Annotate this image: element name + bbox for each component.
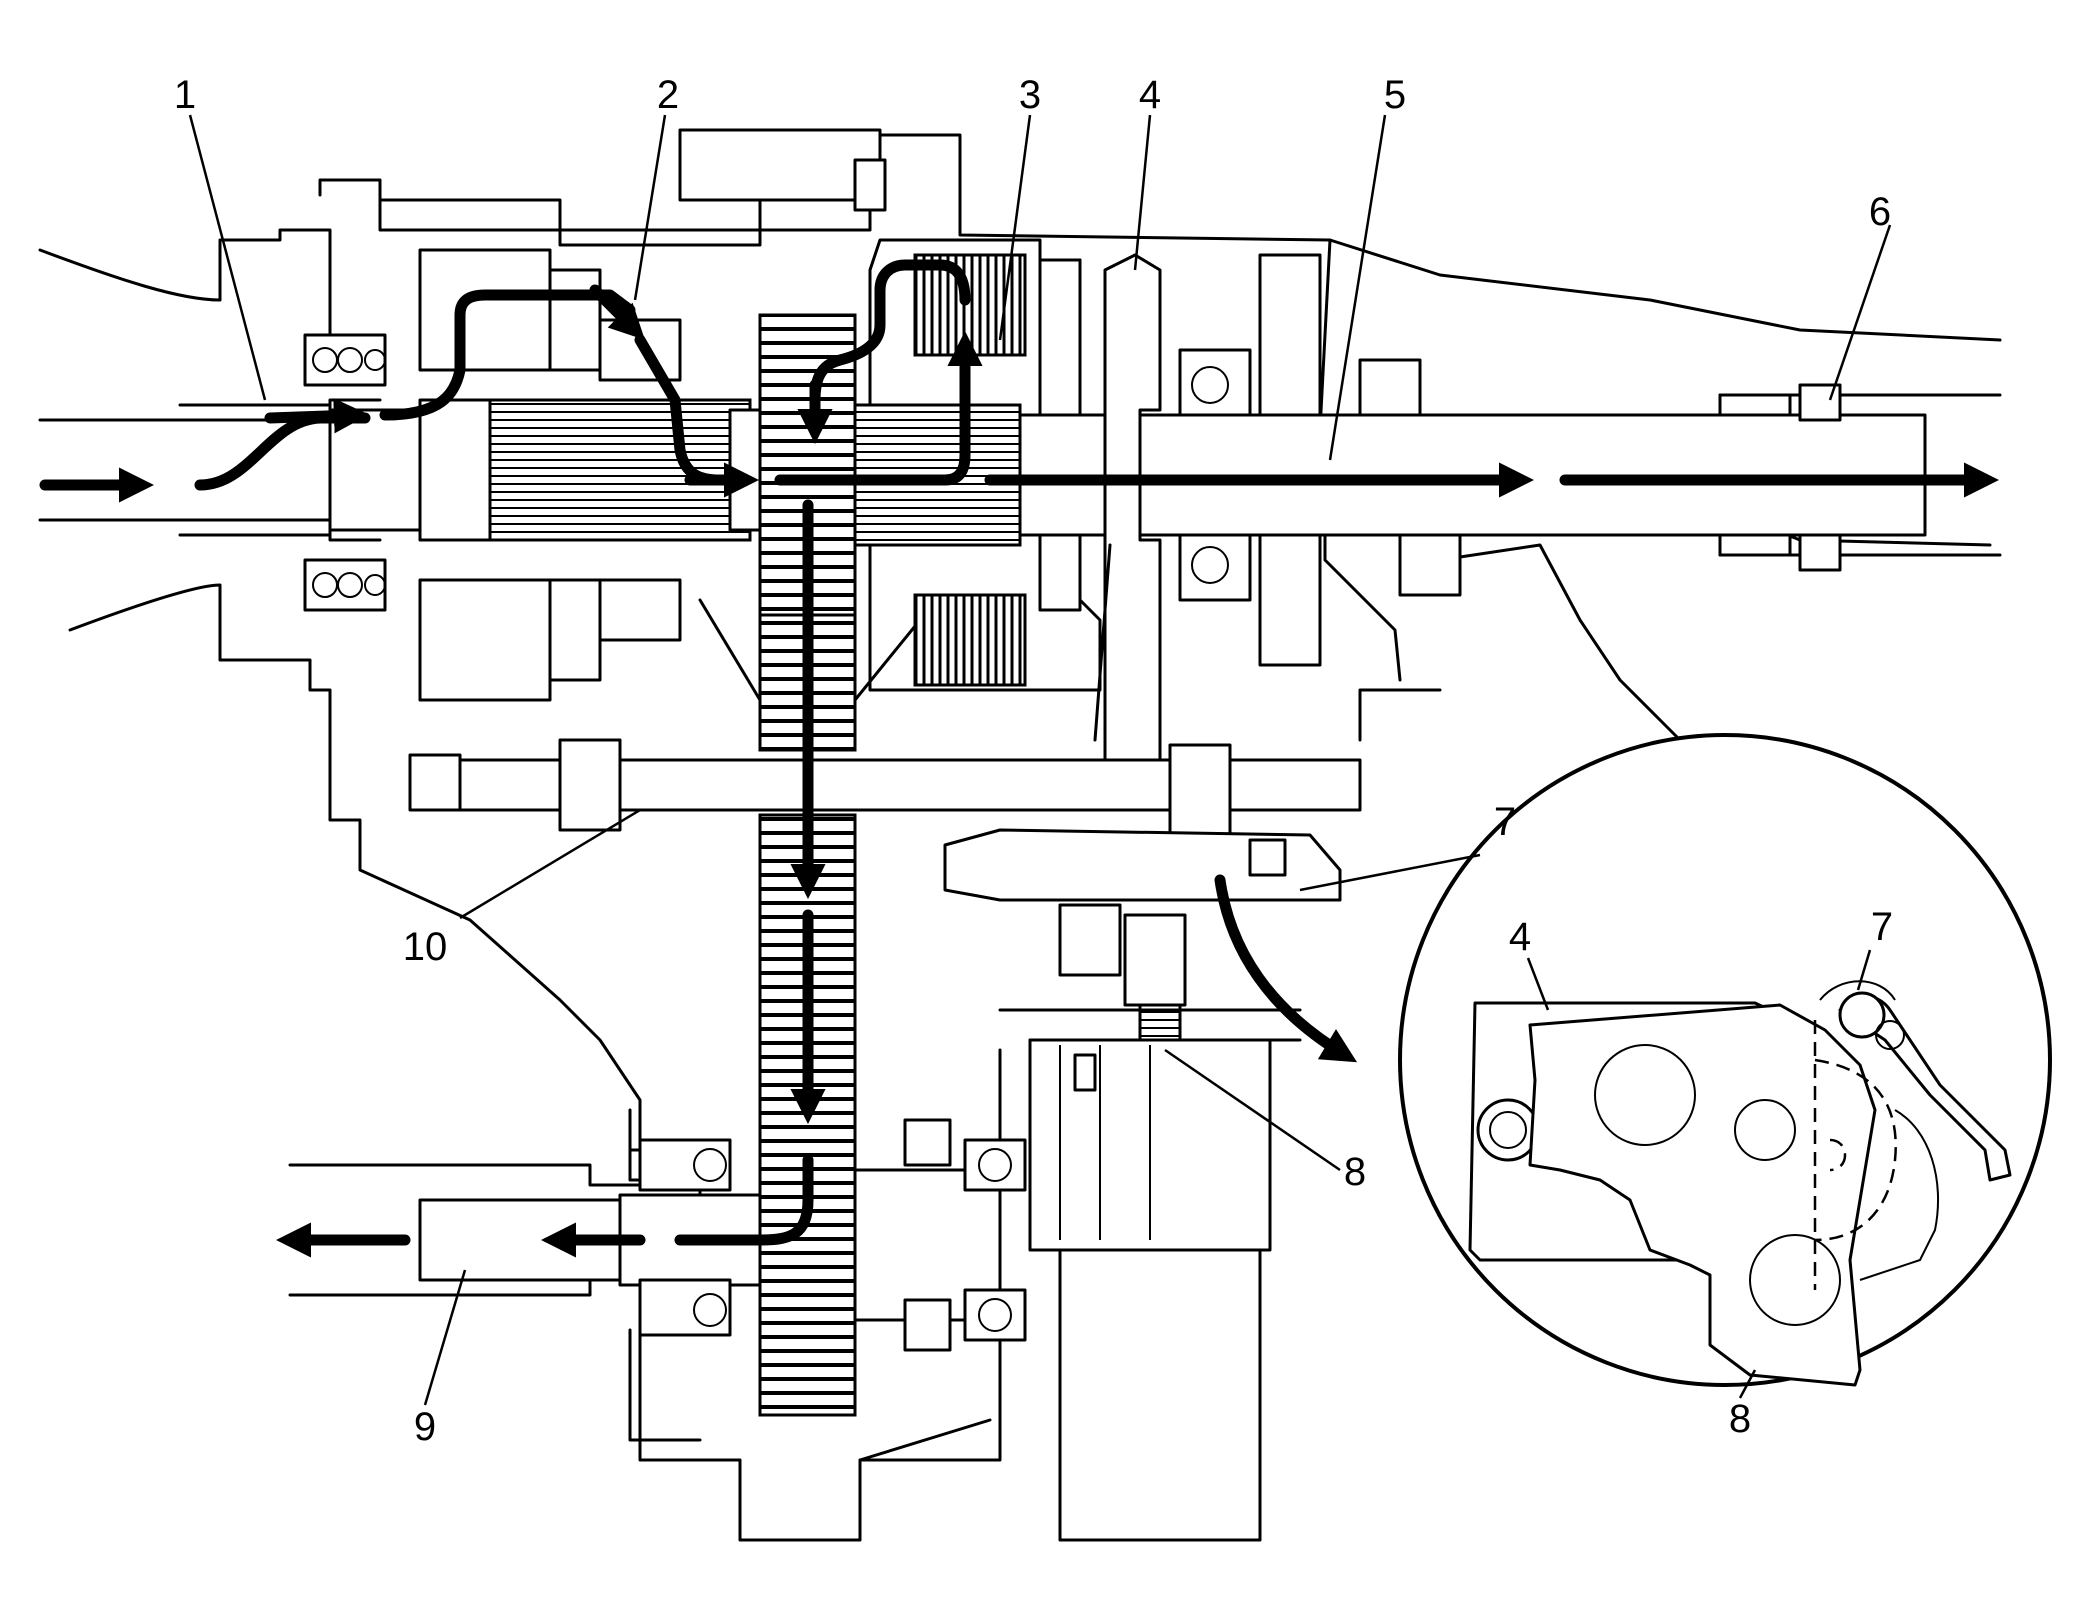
detail-callout-4: 4 (1509, 915, 1531, 959)
callout-5: 5 (1384, 73, 1406, 117)
detail-callout-8: 8 (1729, 1397, 1751, 1441)
power-flow-arrows (39, 259, 2000, 1258)
shift-fork (1093, 253, 1162, 762)
callout-7: 7 (1494, 800, 1516, 844)
callout-labels: 1 2 3 4 5 6 7 8 9 10 4 7 8 (174, 73, 1893, 1449)
lower-shaft (408, 738, 1362, 837)
shift-motor (998, 903, 1302, 1542)
callout-9: 9 (414, 1405, 436, 1449)
callout-1: 1 (174, 73, 196, 117)
front-bearing (303, 333, 387, 612)
callout-6: 6 (1869, 190, 1891, 234)
input-shaft-assembly (38, 248, 772, 702)
leader-lines (188, 114, 1892, 1406)
callout-10: 10 (403, 925, 448, 969)
shift-lever (943, 828, 1342, 902)
callout-4: 4 (1139, 73, 1161, 117)
rear-bearing (1178, 253, 1462, 667)
callout-8: 8 (1344, 1150, 1366, 1194)
callout-2: 2 (657, 73, 679, 117)
callout-3: 3 (1019, 73, 1041, 117)
detail-callout-7: 7 (1871, 905, 1893, 949)
detail-view (1398, 733, 2052, 1387)
